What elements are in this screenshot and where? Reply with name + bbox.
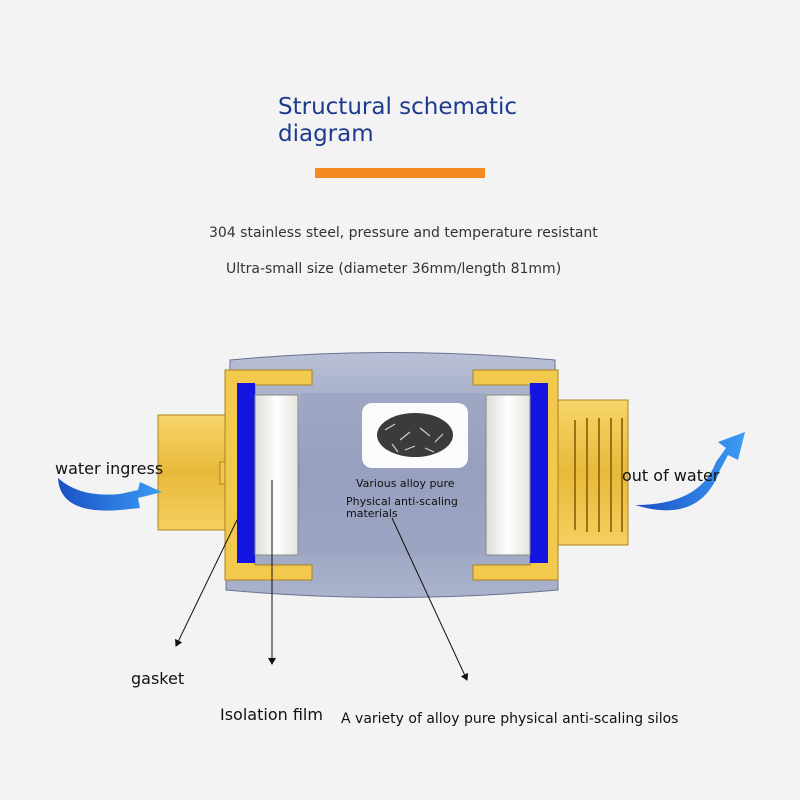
isolation-film-right (485, 394, 531, 556)
isolation-film-left (254, 394, 299, 556)
gasket-left (237, 383, 255, 563)
label-silos: A variety of alloy pure physical anti-sc… (341, 711, 679, 727)
inner-label-2: Physical anti-scaling materials (346, 495, 458, 520)
label-gasket: gasket (131, 669, 185, 688)
inner-label-1: Various alloy pure (356, 477, 455, 490)
label-inlet: water ingress (55, 459, 164, 478)
outlet-connector (554, 399, 629, 546)
subtitle-size: Ultra-small size (diameter 36mm/length 8… (226, 261, 562, 277)
gasket-right (530, 383, 548, 563)
silos-pointer (391, 517, 469, 681)
subtitle-material: 304 stainless steel, pressure and temper… (209, 225, 598, 241)
outflow-arrow-icon (635, 432, 745, 511)
page-title: Structural schematic diagram (278, 94, 518, 147)
gasket-pointer (175, 519, 238, 647)
inflow-arrow-icon (58, 478, 162, 511)
label-outlet: out of water (622, 466, 720, 485)
accent-bar (315, 168, 485, 178)
label-isolation-film: Isolation film (220, 705, 323, 724)
